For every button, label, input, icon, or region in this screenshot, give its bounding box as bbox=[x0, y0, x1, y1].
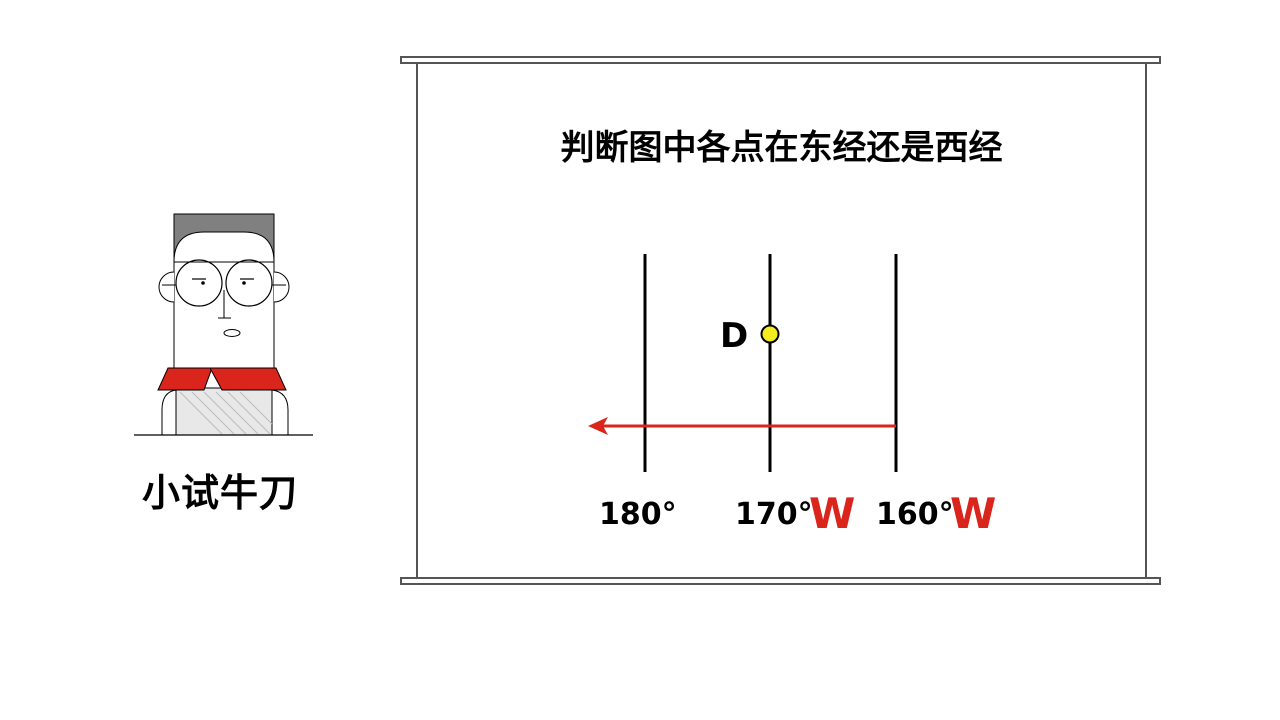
left-lens bbox=[175, 259, 223, 307]
point-d-label: D bbox=[720, 316, 749, 356]
whiteboard bbox=[416, 64, 1147, 577]
scroll-bottom-bar bbox=[400, 577, 1161, 585]
direction-label-160: W bbox=[950, 489, 997, 538]
arrow-head bbox=[588, 417, 608, 435]
left-collar bbox=[157, 367, 213, 391]
meridian-label-160: 160° bbox=[876, 497, 954, 532]
direction-label-170: W bbox=[809, 489, 856, 538]
meridian-label-170: 170° bbox=[735, 497, 813, 532]
mouth bbox=[223, 329, 241, 337]
scroll-top-bar bbox=[400, 56, 1161, 64]
right-lens bbox=[225, 259, 273, 307]
caption-title: 小试牛刀 bbox=[141, 471, 298, 515]
right-collar bbox=[209, 367, 287, 391]
right-ear bbox=[273, 271, 290, 303]
left-ear bbox=[158, 271, 175, 303]
point-d bbox=[760, 324, 780, 344]
meridian-label-180: 180° bbox=[599, 497, 677, 532]
question-title: 判断图中各点在东经还是西经 bbox=[560, 128, 1003, 168]
